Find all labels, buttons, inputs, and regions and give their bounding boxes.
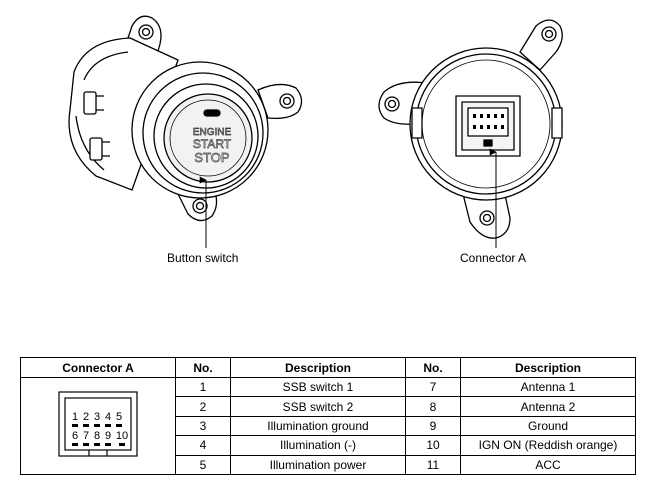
pin-description: Illumination ground: [230, 415, 406, 437]
pin-label-1: 1: [72, 411, 78, 423]
pin-description: Illumination (-): [230, 435, 406, 456]
pin-label-8: 8: [94, 430, 100, 442]
pin-number: 2: [175, 396, 231, 417]
button-text-stop: STOP: [194, 150, 229, 165]
pin-label-3: 3: [94, 411, 100, 423]
connector-a-label: Connector A: [460, 251, 527, 265]
pin-description: Antenna 1: [460, 376, 636, 398]
table-row: 5 Illumination power 11 ACC: [21, 454, 636, 476]
table-header-row: Connector A No. Description No. Descript…: [20, 357, 636, 378]
button-text-start: START: [193, 137, 232, 151]
pin-label-10: 10: [116, 430, 128, 442]
table-row: 2 SSB switch 2 8 Antenna 2: [21, 396, 636, 417]
pin-description: Antenna 2: [460, 396, 636, 417]
pin-label-6: 6: [72, 430, 78, 442]
table-row: 1 2 3 4 5 6 7 8 9 10: [20, 376, 636, 475]
pin-number: 3: [175, 415, 231, 437]
pin-description: SSB switch 2: [230, 396, 406, 417]
pin-description: SSB switch 1: [230, 376, 406, 398]
table-row: 4 Illumination (-) 10 IGN ON (Reddish or…: [21, 435, 636, 456]
pin-number: 4: [175, 435, 231, 456]
pin-label-5: 5: [116, 411, 122, 423]
header-connector: Connector A: [20, 357, 176, 378]
header-no-2: No.: [405, 357, 461, 378]
pin-description: ACC: [460, 454, 636, 476]
button-face-text: ENGINE START STOP: [192, 127, 232, 166]
pin-number: 10: [405, 435, 461, 456]
connector-pinout-diagram: 1 2 3 4 5 6 7 8 9 10: [58, 391, 138, 457]
pin-description: IGN ON (Reddish orange): [460, 435, 636, 456]
component-drawing: ENGINE START STOP: [68, 15, 563, 248]
pin-description: Illumination power: [230, 454, 406, 476]
button-text-engine: ENGINE: [193, 127, 232, 138]
pin-number: 8: [405, 396, 461, 417]
connector-pins: [473, 114, 504, 129]
pin-description: Ground: [460, 415, 636, 437]
header-description-2: Description: [460, 357, 636, 378]
header-description-1: Description: [230, 357, 406, 378]
connector-pin-table: Connector A No. Description No. Descript…: [20, 357, 636, 476]
pin-number: 9: [405, 415, 461, 437]
button-switch-illustration: [68, 15, 303, 222]
pin-label-7: 7: [83, 430, 89, 442]
pin-number: 5: [175, 454, 231, 476]
button-switch-label: Button switch: [167, 251, 239, 265]
header-no-1: No.: [175, 357, 231, 378]
pin-label-2: 2: [83, 411, 89, 423]
pin-label-4: 4: [105, 411, 111, 423]
pin-label-9: 9: [105, 430, 111, 442]
connector-pinout-cell: 1 2 3 4 5 6 7 8 9 10: [20, 377, 176, 475]
connector-rear-illustration: [378, 19, 563, 239]
pin-number: 1: [175, 376, 231, 398]
table-row: 3 Illumination ground 9 Ground: [21, 415, 636, 437]
pin-number: 7: [405, 376, 461, 398]
pin-number: 11: [405, 454, 461, 476]
